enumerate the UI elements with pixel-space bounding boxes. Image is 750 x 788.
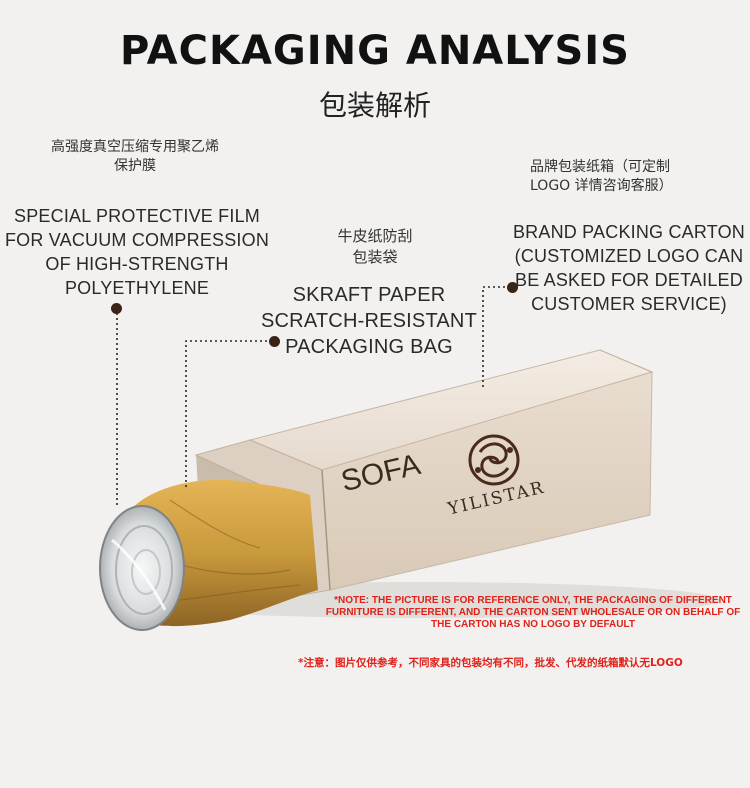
carton-leader-line [482, 286, 510, 388]
carton-label-cn: 品牌包装纸箱（可定制 LOGO 详情咨询客服） [530, 159, 673, 194]
page-subtitle: 包装解析 [318, 89, 431, 122]
kraft-callout-dot [269, 336, 280, 347]
page-title: PACKAGING ANALYSIS [120, 28, 630, 74]
kraft-label-en: SKRAFT PAPER SCRATCH-RESISTANT PACKAGING… [261, 284, 477, 358]
yilistar-logo-icon [468, 434, 520, 486]
note-english: *NOTE: THE PICTURE IS FOR REFERENCE ONLY… [325, 595, 741, 630]
note-chinese: *注意：图片仅供参考，不同家具的包装均有不同，批发、代发的纸箱默认无LOGO [298, 657, 683, 669]
kraft-label-cn: 牛皮纸防刮 包装袋 [337, 227, 413, 266]
kraft-leader-line [185, 340, 272, 488]
film-callout-dot [111, 303, 122, 314]
carton-label-en: BRAND PACKING CARTON (CUSTOMIZED LOGO CA… [512, 222, 746, 314]
film-label-cn: 高强度真空压缩专用聚乙烯 保护膜 [51, 139, 219, 174]
carton-callout-dot [507, 282, 518, 293]
film-label-en: SPECIAL PROTECTIVE FILM FOR VACUUM COMPR… [4, 206, 270, 298]
